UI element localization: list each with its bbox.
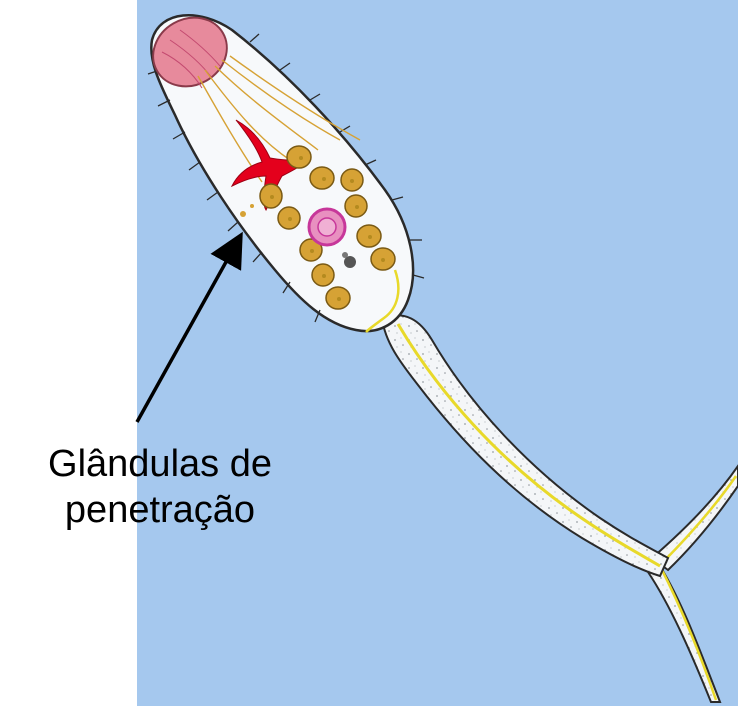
annotation-label-line1: Glândulas de bbox=[48, 443, 272, 485]
annotation-label-line2: penetração bbox=[65, 489, 255, 531]
